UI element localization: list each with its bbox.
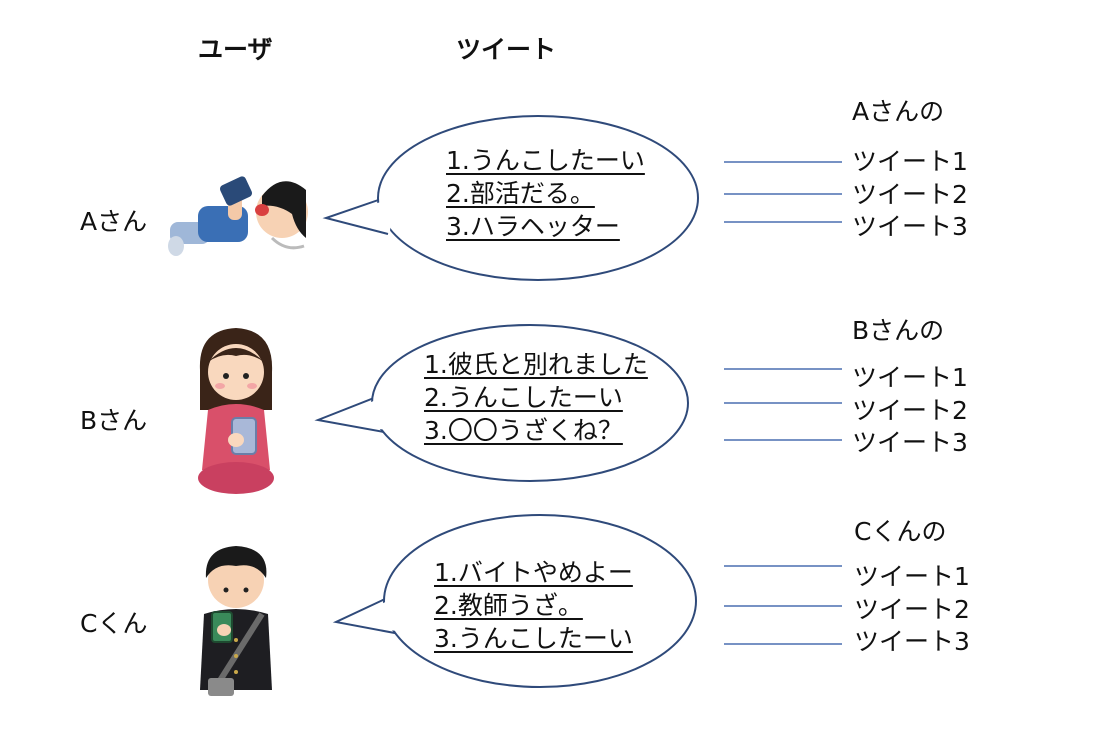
student-boy-phone-icon: [200, 546, 272, 696]
tweet-text: 2.部活だる。: [446, 179, 595, 208]
right-title-b: Bさんの: [852, 316, 945, 345]
right-item: ツイート3: [854, 627, 970, 656]
right-item: ツイート2: [852, 396, 968, 425]
right-item: ツイート3: [852, 428, 968, 457]
tweet-text: 2.うんこしたーい: [424, 383, 623, 412]
tweet-bubble-c: 1.バイトやめよー 2.教師うざ。 3.うんこしたーい: [434, 556, 633, 655]
right-item: ツイート2: [852, 180, 968, 209]
speech-bubble-tail-fill: [334, 198, 392, 232]
tweet-text: 3.〇〇うざくね？: [424, 416, 623, 445]
tweet-text: 3.うんこしたーい: [434, 624, 633, 653]
tweet-text: 1.バイトやめよー: [434, 558, 633, 587]
user-name-a: Aさん: [80, 207, 148, 236]
right-title-c: Cくんの: [854, 517, 947, 546]
person-lying-phone-icon: [168, 176, 308, 256]
speech-bubble-tail-fill: [326, 396, 386, 430]
user-name-b: Bさん: [80, 406, 148, 435]
tweet-text: 1.彼氏と別れました: [424, 350, 648, 379]
header-tweet: ツイート: [456, 35, 557, 64]
tweet-bubble-b: 1.彼氏と別れました 2.うんこしたーい 3.〇〇うざくね？: [424, 348, 648, 447]
right-item: ツイート1: [852, 363, 968, 392]
right-item: ツイート3: [852, 212, 968, 241]
connector-lines: [724, 161, 842, 645]
speech-bubble: [377, 115, 699, 281]
speech-bubble: [383, 514, 697, 688]
header-user: ユーザ: [198, 35, 273, 64]
right-title-a: Aさんの: [852, 97, 945, 126]
right-item: ツイート1: [854, 562, 970, 591]
tweet-text: 2.教師うざ。: [434, 591, 583, 620]
right-item: ツイート2: [854, 595, 970, 624]
right-item: ツイート1: [852, 147, 968, 176]
user-name-c: Cくん: [80, 609, 148, 638]
tweet-bubble-a: 1.うんこしたーい 2.部活だる。 3.ハラヘッター: [446, 144, 645, 243]
girl-sitting-phone-icon: [198, 328, 274, 494]
tweet-text: 1.うんこしたーい: [446, 146, 645, 175]
speech-bubble-tail-fill: [344, 594, 402, 632]
tweet-text: 3.ハラヘッター: [446, 212, 620, 241]
speech-bubbles: [314, 115, 699, 688]
